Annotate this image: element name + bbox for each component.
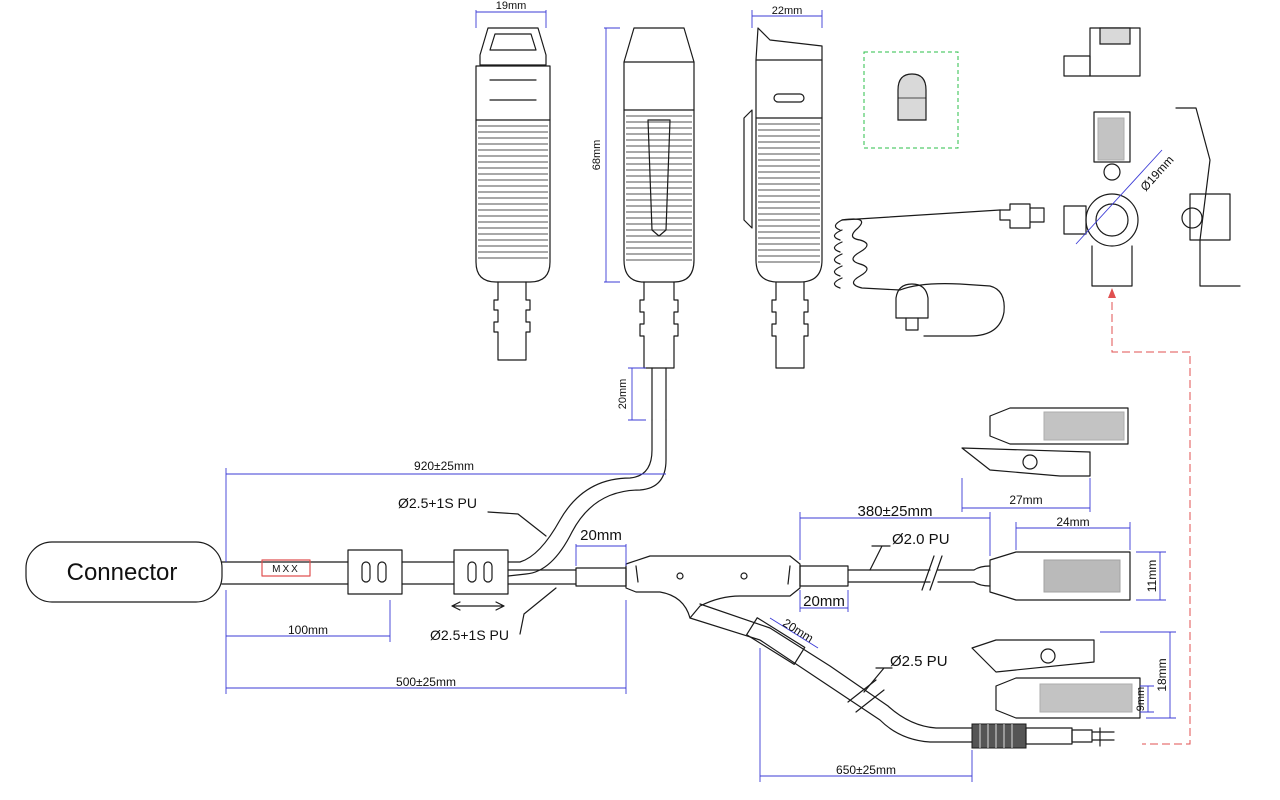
grip-ribs [626,115,692,261]
connector-box [25,541,223,603]
clip-upper [989,407,1129,445]
dim-seg-20-top: 20mm [580,527,622,544]
connector-label: Connector [67,559,178,586]
dim-height-68: 68mm [591,140,603,171]
y-splitter [625,555,801,619]
dim-top-width-2: 22mm [772,5,803,17]
dim-clip-11: 11mm [1145,560,1159,592]
dim-top-width-1: 19mm [496,0,527,12]
dim-len-920: 920±25mm [414,459,474,473]
label-pu-25: Ø2.5 PU [890,653,948,670]
label-upper-pu: Ø2.5+1S PU [398,495,477,511]
cable-clip-2 [453,549,509,595]
grip-ribs [758,123,820,263]
grip-ribs [478,125,548,259]
coiled-acoustic-tube [833,203,1045,337]
dim-h-9: 9mm [1135,687,1147,711]
two-pin-plug [971,723,1115,749]
cable-clip-1 [347,549,403,595]
marker-label: MXX [272,564,300,575]
dimension-lines [225,10,1176,782]
dim-clip-24: 24mm [1056,515,1089,529]
dim-seg-20-right: 20mm [803,593,845,610]
dim-len-380: 380±25mm [858,503,933,520]
dim-h-18: 18mm [1155,658,1169,691]
clip-right [989,551,1131,601]
dim-len-100: 100mm [288,623,328,637]
ptt-front-view [475,27,551,361]
dim-len-650: 650±25mm [836,763,896,777]
eartip-icon [897,73,927,121]
label-lower-pu: Ø2.5+1S PU [430,627,509,643]
marker-sleeve [261,559,311,577]
label-pu-20: Ø2.0 PU [892,531,950,548]
clip-lower [971,639,1095,673]
dim-strain-20: 20mm [617,379,629,410]
eartip-detail-box [863,51,959,149]
ptt-side-view [743,27,823,369]
dim-seg-20-diag: 20mm [780,616,816,646]
reference-line [1111,290,1191,745]
dim-len-500: 500±25mm [396,675,456,689]
ptt-back-view [623,27,695,421]
dim-dia-19: Ø19mm [1138,153,1177,194]
clip-earpiece-views [1063,27,1241,287]
dim-clip-27: 27mm [1009,493,1042,507]
